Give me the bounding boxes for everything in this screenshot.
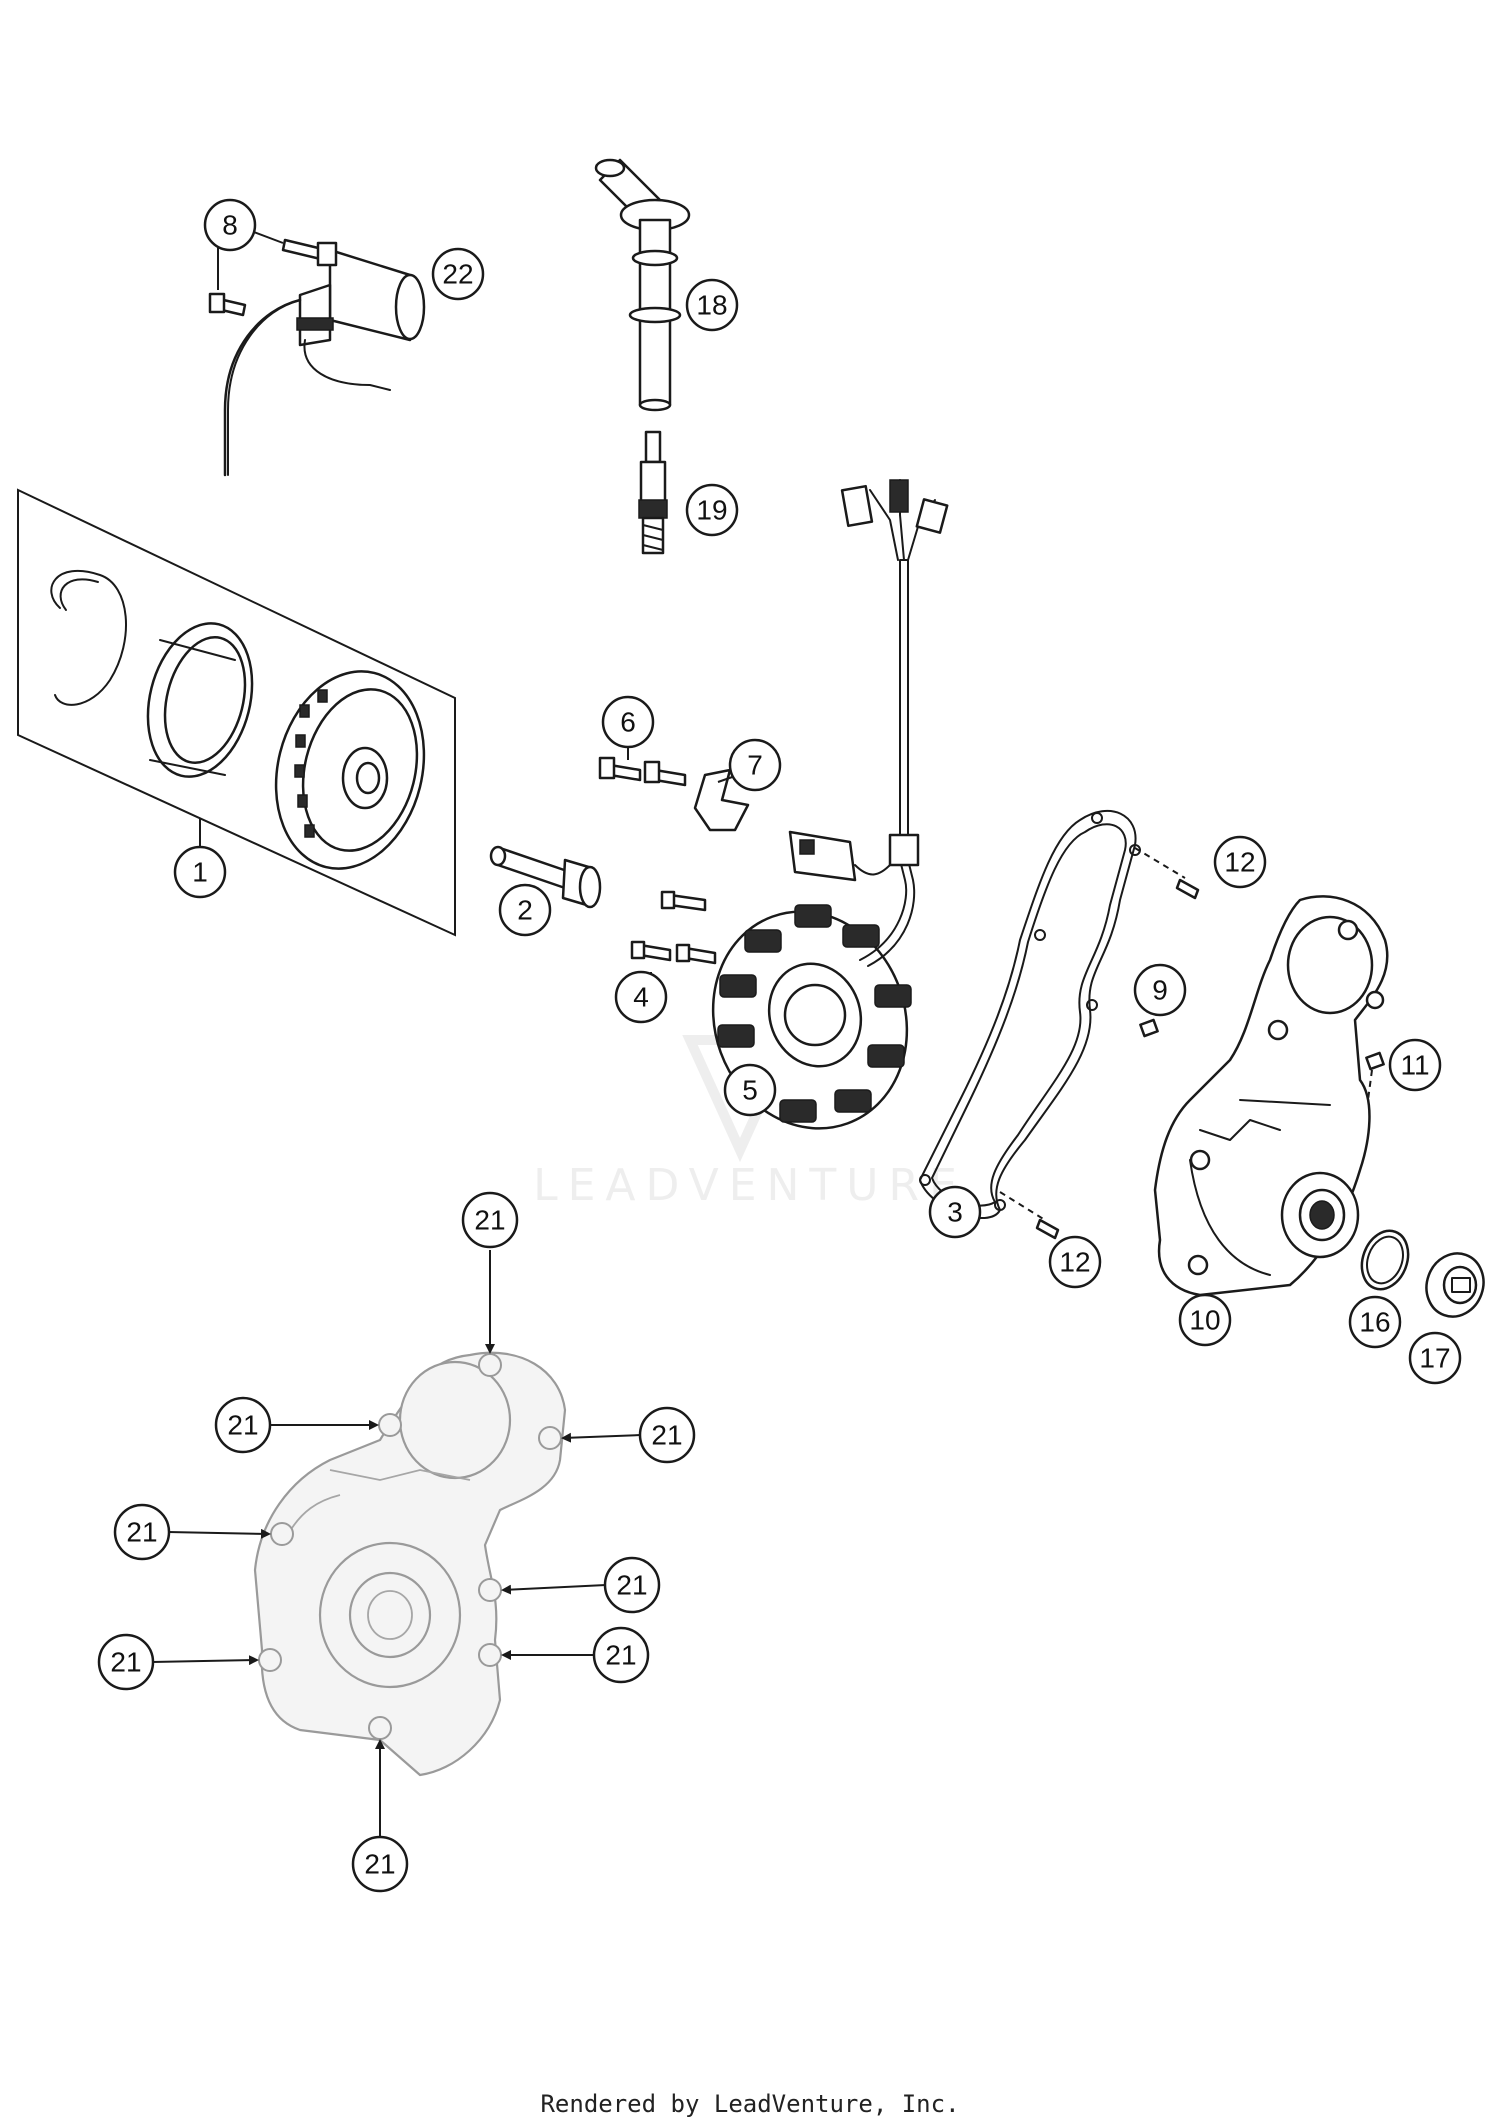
- callout-7: 7: [728, 738, 782, 792]
- svg-text:21: 21: [474, 1205, 505, 1236]
- svg-text:22: 22: [442, 259, 473, 290]
- callout-1: 1: [173, 845, 227, 899]
- callout-21-lower-left: 21: [97, 1633, 155, 1691]
- callout-21-lower-right: 21: [592, 1626, 650, 1684]
- callout-12a: 12: [1213, 835, 1267, 889]
- svg-text:10: 10: [1189, 1305, 1220, 1336]
- callout-2: 2: [498, 883, 552, 937]
- callout-9: 9: [1133, 963, 1187, 1017]
- svg-text:11: 11: [1400, 1050, 1429, 1081]
- callout-12b: 12: [1048, 1235, 1102, 1289]
- svg-text:12: 12: [1059, 1247, 1090, 1278]
- callout-22: 22: [431, 247, 485, 301]
- callout-19: 19: [685, 483, 739, 537]
- svg-text:21: 21: [110, 1647, 141, 1678]
- svg-text:21: 21: [616, 1570, 647, 1601]
- watermark-text: LEADVENTURE: [533, 1160, 967, 1211]
- callout-6: 6: [601, 695, 655, 749]
- callout-21-mid-right: 21: [603, 1556, 661, 1614]
- svg-text:2: 2: [517, 895, 533, 926]
- footer-credit: Rendered by LeadVenture, Inc.: [540, 2090, 960, 2118]
- svg-text:1: 1: [192, 857, 208, 888]
- flywheel-bolt: [489, 845, 602, 909]
- flywheel-kit: [17, 488, 456, 937]
- svg-text:5: 5: [742, 1075, 758, 1106]
- o-ring-and-plug: [1360, 1229, 1485, 1318]
- svg-text:21: 21: [227, 1410, 258, 1441]
- callout-16: 16: [1348, 1295, 1402, 1349]
- svg-text:19: 19: [696, 495, 727, 526]
- svg-text:7: 7: [747, 750, 763, 781]
- stator-screws: [630, 890, 717, 982]
- svg-text:6: 6: [620, 707, 636, 738]
- svg-text:18: 18: [696, 290, 727, 321]
- svg-text:21: 21: [651, 1420, 682, 1451]
- svg-text:21: 21: [126, 1517, 157, 1548]
- callout-17: 17: [1408, 1331, 1462, 1385]
- svg-text:3: 3: [947, 1197, 963, 1228]
- callout-8: 8: [203, 198, 257, 252]
- ignition-coil: [208, 231, 426, 477]
- svg-text:21: 21: [364, 1849, 395, 1880]
- callout-4: 4: [614, 970, 668, 1024]
- callout-11: 11: [1388, 1038, 1442, 1092]
- svg-text:9: 9: [1152, 975, 1168, 1006]
- svg-text:16: 16: [1359, 1307, 1390, 1338]
- callout-5: 5: [723, 1063, 777, 1117]
- svg-text:21: 21: [605, 1640, 636, 1671]
- svg-text:8: 8: [222, 210, 238, 241]
- callout-10: 10: [1178, 1293, 1232, 1347]
- svg-text:12: 12: [1224, 847, 1255, 878]
- spark-plug-cap: [594, 158, 691, 412]
- ignition-cover: [1153, 895, 1389, 1297]
- gasket: [919, 810, 1141, 1220]
- svg-text:17: 17: [1419, 1343, 1450, 1374]
- callout-21-mid-left: 21: [113, 1503, 171, 1561]
- spark-plug: [638, 430, 668, 555]
- callout-21-upper-right: 21: [638, 1406, 696, 1464]
- callout-3: 3: [928, 1185, 982, 1239]
- callout-21-upper-left: 21: [214, 1396, 272, 1454]
- callout-21-bottom: 21: [351, 1835, 409, 1893]
- svg-text:4: 4: [633, 982, 649, 1013]
- callout-18: 18: [685, 278, 739, 332]
- bolts-and-bracket: [598, 748, 750, 832]
- cover-bolt-locations: [151, 1250, 642, 1838]
- callout-21-top: 21: [461, 1191, 519, 1249]
